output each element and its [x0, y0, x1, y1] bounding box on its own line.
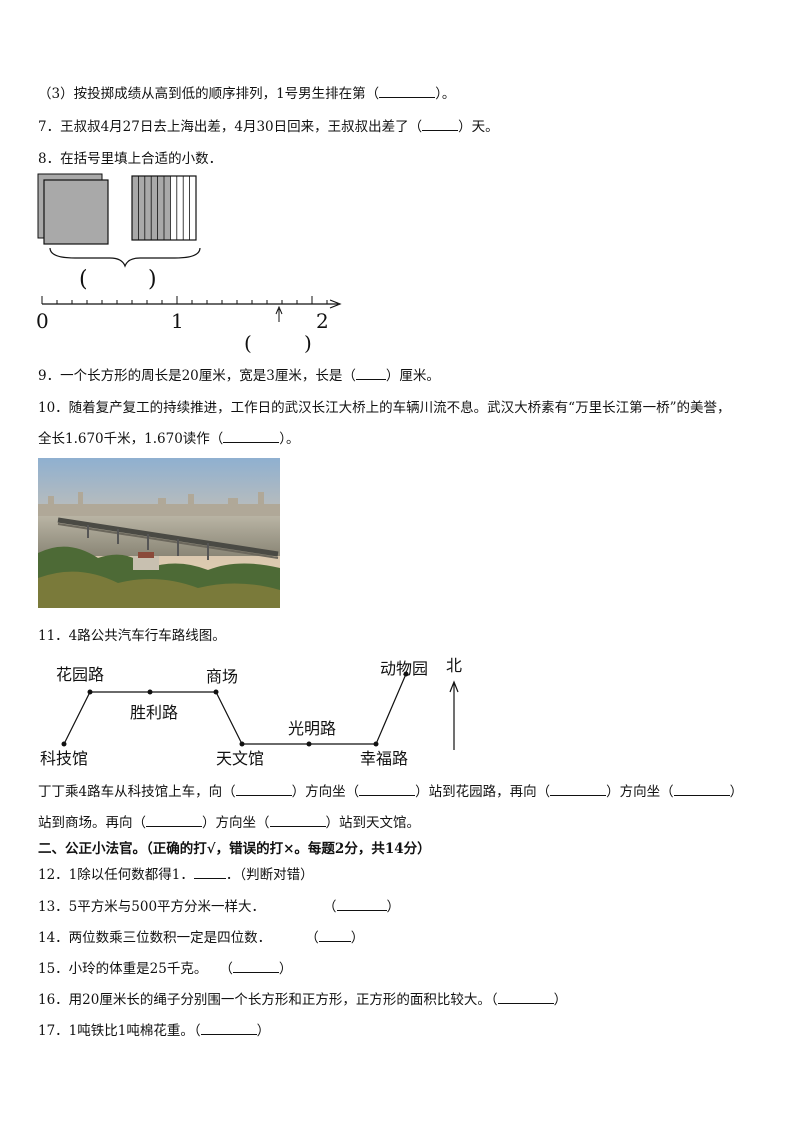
question-6-3: （3）按投掷成绩从高到低的顺序排列，1号男生排在第（ ）。 — [38, 82, 455, 102]
answer-blank[interactable] — [379, 83, 436, 98]
q13-text: 13．5平方米与500平方分米一样大． — [38, 899, 266, 915]
q7-text: 7．王叔叔4月27日去上海出差，4月30日回来，王叔叔出差了（ — [38, 119, 423, 135]
answer-blank[interactable] — [193, 864, 226, 879]
q17-paren-right: ） — [256, 1023, 271, 1039]
q10-text: 10．随着复产复工的持续推进，工作日的武汉长江大桥上的车辆川流不息。武汉大桥素有… — [38, 400, 731, 416]
q6-3-text-end: ）。 — [435, 86, 456, 102]
answer-blank[interactable] — [336, 896, 387, 911]
question-15: 15．小玲的体重是25千克。 （ ） — [38, 957, 292, 977]
answer-blank[interactable] — [355, 365, 386, 380]
q17-text: 17．1吨铁比1吨棉花重。（ — [38, 1023, 201, 1039]
route-line — [63, 673, 407, 745]
arrow-marker — [275, 305, 283, 322]
q12-text-end: ．（判断对错） — [225, 867, 314, 883]
stop-label-shangchang: 商场 — [206, 667, 238, 686]
section-title-text: 二、公正小法官。（正确的打√，错误的打×。每题2分，共14分） — [38, 841, 431, 857]
full-square-front — [43, 179, 109, 245]
question-11: 11．4路公共汽车行车路线图。 — [38, 624, 226, 644]
answer-blank[interactable] — [673, 781, 730, 796]
q10-text-2: 全长1.670千米，1.670读作（ — [38, 431, 224, 447]
q11-answer-text-2: ）方向坐（ — [291, 784, 360, 800]
answer-blank[interactable] — [422, 116, 459, 131]
q16-text: 16．用20厘米长的绳子分别围一个长方形和正方形，正方形的面积比较大。（ — [38, 992, 498, 1008]
answer-blank[interactable] — [200, 1020, 257, 1035]
q13-paren-left: （ — [323, 899, 337, 915]
stop-label-huayuanlu: 花园路 — [56, 665, 104, 684]
tick-label-0: 0 — [36, 309, 49, 333]
q11-answer-text-1: 丁丁乘4路车从科技馆上车，向（ — [38, 784, 236, 800]
bus-route-map: 科技馆 花园路 胜利路 商场 天文馆 光明路 幸福路 动物园 北 — [40, 656, 462, 768]
answer-blank[interactable] — [269, 812, 326, 827]
tick-label-2: 2 — [316, 309, 329, 333]
stop-label-dongwuyuan: 动物园 — [380, 659, 428, 678]
question-9: 9．一个长方形的周长是20厘米，宽是3厘米，长是（ ）厘米。 — [38, 364, 440, 384]
north-label: 北 — [446, 656, 462, 675]
q14-paren-right: ） — [350, 930, 365, 946]
q14-text: 14．两位数乘三位数积一定是四位数． — [38, 930, 272, 946]
q11-answer-text-8: ）站到天文馆。 — [325, 815, 421, 831]
q9-text: 9．一个长方形的周长是20厘米，宽是3厘米，长是（ — [38, 368, 356, 384]
answer-paren-left-2: ( — [244, 331, 252, 355]
q11-text: 11．4路公共汽车行车路线图。 — [38, 628, 226, 644]
q15-text: 15．小玲的体重是25千克。 — [38, 961, 208, 977]
answer-paren-left: ( — [79, 267, 88, 292]
question-12: 12．1除以任何数都得1． ．（判断对错） — [38, 863, 314, 883]
stop-label-xingfulu: 幸福路 — [360, 749, 408, 768]
north-arrow-icon — [449, 680, 459, 750]
question-11-line1: 丁丁乘4路车从科技馆上车，向（ ）方向坐（ ）站到花园路，再向（ ）方向坐（ ） — [38, 780, 743, 800]
q10-text-end: ）。 — [279, 431, 300, 447]
q11-answer-text-4: ）方向坐（ — [606, 784, 674, 800]
stop-label-guangminglu: 光明路 — [288, 719, 336, 738]
q11-answer-text-6: 站到商场。再向（ — [38, 815, 146, 831]
answer-blank[interactable] — [235, 781, 292, 796]
tick-label-1: 1 — [171, 309, 184, 333]
brace — [49, 247, 201, 268]
question-17: 17．1吨铁比1吨棉花重。（ ） — [38, 1019, 270, 1039]
stop-label-kejiguan: 科技馆 — [40, 749, 88, 768]
decimal-figure: ( ) 0 1 2 ( ) — [36, 173, 342, 355]
answer-blank[interactable] — [223, 428, 280, 443]
question-8: 8．在括号里填上合适的小数． — [38, 147, 222, 167]
q11-answer-text-3: ）站到花园路，再向（ — [415, 784, 551, 800]
answer-paren-right-2: ) — [304, 331, 312, 355]
bridge-photo — [38, 458, 280, 608]
q15-paren-left: （ — [219, 961, 233, 977]
stop-label-shenglilu: 胜利路 — [130, 703, 178, 722]
answer-blank[interactable] — [550, 781, 607, 796]
answer-blank[interactable] — [232, 958, 279, 973]
q16-paren-right: ） — [553, 992, 568, 1008]
stop-label-tianwenguan: 天文馆 — [216, 749, 264, 768]
q15-paren-right: ） — [278, 961, 293, 977]
number-line — [41, 296, 342, 309]
q6-3-text: （3）按投掷成绩从高到低的顺序排列，1号男生排在第（ — [38, 86, 380, 102]
answer-blank[interactable] — [497, 989, 554, 1004]
question-11-line2: 站到商场。再向（ ）方向坐（ ）站到天文馆。 — [38, 811, 420, 831]
answer-blank[interactable] — [318, 927, 351, 942]
q9-text-end: ）厘米。 — [385, 368, 440, 384]
answer-paren-right: ) — [148, 267, 157, 292]
answer-blank[interactable] — [146, 812, 202, 827]
question-10-line1: 10．随着复产复工的持续推进，工作日的武汉长江大桥上的车辆川流不息。武汉大桥素有… — [38, 396, 730, 416]
q11-answer-text-7: ）方向坐（ — [202, 815, 270, 831]
answer-blank[interactable] — [359, 781, 416, 796]
question-10-line2: 全长1.670千米，1.670读作（ ）。 — [38, 427, 300, 447]
tenths-square — [131, 175, 197, 241]
question-13: 13．5平方米与500平方分米一样大． （ ） — [38, 895, 400, 915]
q12-text: 12．1除以任何数都得1． — [38, 867, 194, 883]
q7-text-end: ）天。 — [458, 119, 499, 135]
q14-paren-left: （ — [305, 930, 319, 946]
q8-text: 8．在括号里填上合适的小数． — [38, 151, 223, 167]
route-stops — [61, 671, 409, 747]
question-16: 16．用20厘米长的绳子分别围一个长方形和正方形，正方形的面积比较大。（ ） — [38, 988, 567, 1008]
question-7: 7．王叔叔4月27日去上海出差，4月30日回来，王叔叔出差了（ ）天。 — [38, 115, 499, 135]
q13-paren-right: ） — [386, 899, 401, 915]
q11-answer-text-5: ） — [729, 784, 744, 800]
question-14: 14．两位数乘三位数积一定是四位数． （ ） — [38, 926, 364, 946]
section-2-title: 二、公正小法官。（正确的打√，错误的打×。每题2分，共14分） — [38, 837, 431, 857]
